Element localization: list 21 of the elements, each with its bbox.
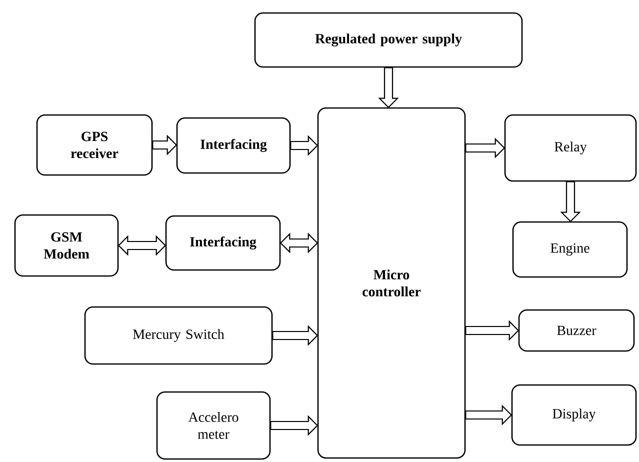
block-box: Interfacing	[165, 215, 281, 271]
block-arrow	[465, 320, 520, 341]
block-box: Engine	[512, 221, 628, 278]
block-box: GPS receiver	[36, 114, 153, 176]
block-box: Display	[511, 384, 637, 446]
block-arrow	[465, 138, 506, 158]
block-arrow	[270, 415, 318, 436]
block-arrow	[560, 181, 581, 222]
block-box: Micro controller	[317, 107, 466, 459]
block-box: Mercury Switch	[84, 306, 273, 365]
block-box: Accelero meter	[156, 391, 271, 460]
block-arrow	[290, 135, 318, 156]
block-arrow	[152, 134, 178, 156]
block-box: Buzzer	[518, 309, 635, 352]
block-box: Relay	[504, 114, 637, 182]
block-box: Regulated power supply	[254, 12, 523, 68]
block-box: Interfacing	[176, 117, 291, 174]
block-arrow	[378, 67, 399, 108]
block-arrow	[465, 404, 512, 426]
block-arrow	[272, 325, 318, 346]
block-box: GSM Modem	[14, 214, 119, 277]
